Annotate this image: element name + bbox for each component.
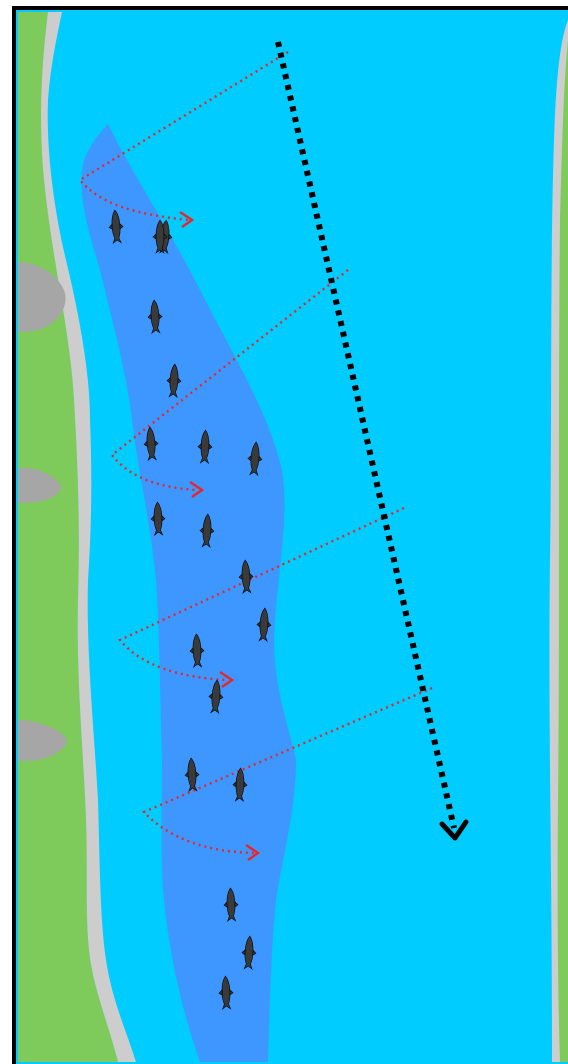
river-scene <box>0 0 568 1064</box>
river-diagram <box>0 0 568 1064</box>
